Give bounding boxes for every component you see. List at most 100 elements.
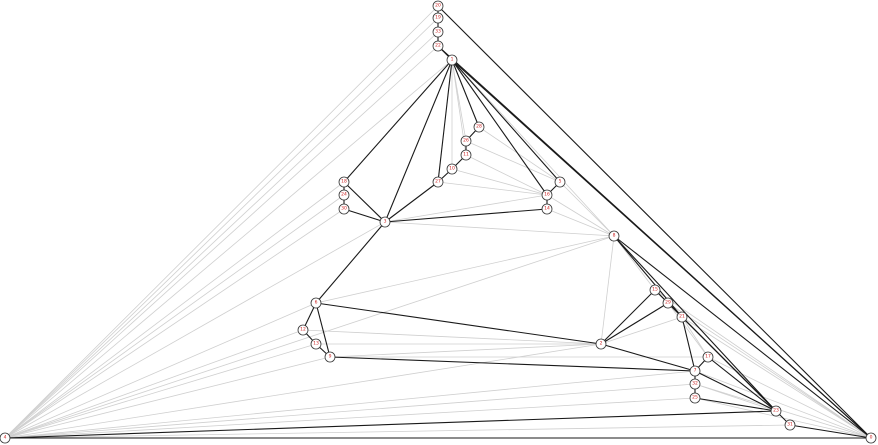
graph-node-label: 3	[384, 219, 387, 225]
graph-node-label: 18	[341, 179, 347, 185]
graph-edge-light	[4, 181, 345, 439]
graph-node-label: 7	[694, 368, 697, 374]
graph-node-circle	[446, 163, 458, 175]
graph-edge	[4, 410, 777, 439]
graph-edge	[600, 302, 669, 345]
graph-node-circle	[784, 419, 796, 431]
graph-node-circle	[379, 216, 391, 228]
graph-edge	[315, 302, 331, 358]
graph-edge-light	[451, 168, 548, 196]
graph-node: 16	[541, 189, 553, 201]
graph-edge	[613, 235, 777, 412]
graph-node: 26	[460, 135, 472, 147]
graph-edge-light	[4, 5, 439, 439]
graph-node-label: 12	[300, 327, 306, 333]
graph-node-label: 23	[773, 408, 779, 414]
graph-edge-light	[4, 329, 304, 439]
graph-node-label: 5	[559, 179, 562, 185]
graph-node-circle	[541, 203, 553, 215]
graph-edge	[315, 221, 386, 304]
graph-edge	[694, 397, 777, 412]
graph-node-label: 32	[692, 381, 698, 387]
graph-node-label: 6	[315, 300, 318, 306]
graph-node: 14	[541, 203, 553, 215]
graph-node-circle	[310, 297, 322, 309]
graph-node-circle	[338, 189, 350, 201]
graph-node: 23	[770, 405, 782, 417]
graph-edge-light	[4, 343, 317, 439]
graph-edge-light	[4, 59, 453, 439]
graph-edge-light	[329, 343, 602, 358]
graph-edge-light	[667, 302, 709, 358]
graph-node: 32	[689, 378, 701, 390]
graph-node-circle	[432, 26, 444, 38]
graph-edge	[451, 59, 548, 196]
graph-node-circle	[595, 338, 607, 350]
graph-node-circle	[338, 176, 350, 188]
graph-node: 25	[689, 392, 701, 404]
graph-edge	[667, 302, 777, 412]
graph-edge	[437, 5, 872, 439]
graph-node-label: 31	[787, 422, 793, 428]
graph-node-circle	[432, 0, 444, 12]
graph-node-label: 30	[341, 206, 347, 212]
graph-edge-light	[559, 181, 615, 237]
graph-node-circle	[608, 230, 620, 242]
graph-edge	[437, 59, 453, 183]
graph-edge-light	[694, 383, 872, 439]
graph-node-circle	[432, 40, 444, 52]
graph-edge-light	[4, 45, 439, 439]
graph-node-label: 14	[544, 206, 550, 212]
graph-edge	[451, 59, 480, 128]
graph-edge-light	[384, 221, 615, 237]
graph-node-label: 27	[435, 179, 441, 185]
graph-node-circle	[297, 324, 309, 336]
graph-node-circle	[689, 365, 701, 377]
graph-edge-light	[600, 235, 615, 345]
graph-edge	[613, 235, 872, 439]
graph-node-label: 20	[435, 3, 441, 9]
graph-node: 13	[310, 338, 322, 350]
graph-edge-light	[4, 397, 696, 439]
graph-node-circle	[554, 176, 566, 188]
graph-edge-light	[4, 424, 791, 439]
graph-edge-light	[667, 302, 872, 439]
graph-node-circle	[649, 284, 661, 296]
graph-edge	[600, 289, 656, 345]
graph-edge	[315, 302, 602, 345]
graph-node-circle	[689, 378, 701, 390]
graph-edge-light	[4, 221, 386, 439]
graph-edge-light	[4, 356, 331, 439]
graph-node-label: 8	[613, 233, 616, 239]
graph-node-circle	[310, 338, 322, 350]
graph-edge	[451, 59, 872, 439]
graph-node-label: 10	[449, 166, 455, 172]
graph-node: 21	[676, 311, 688, 323]
graph-node-label: 4	[4, 435, 7, 441]
graph-edge-light	[384, 194, 548, 223]
graph-node: 7	[689, 365, 701, 377]
graph-edge-light	[451, 59, 615, 237]
graph-edge-light	[4, 194, 345, 439]
graph-node-label: 33	[435, 29, 441, 35]
graph-node-circle	[676, 311, 688, 323]
graph-node-label: 15	[652, 287, 658, 293]
graph-edge-light	[302, 329, 602, 345]
graph-node: 4	[0, 432, 11, 444]
graph-node-circle	[432, 12, 444, 24]
graph-node-label: 25	[692, 395, 698, 401]
graph-node-circle	[446, 54, 458, 66]
graph-edge-light	[681, 316, 709, 358]
graph-node: 3	[379, 216, 391, 228]
graph-edge-light	[694, 383, 777, 412]
graph-node: 8	[608, 230, 620, 242]
graph-node: 2	[595, 338, 607, 350]
graph-node-label: 22	[435, 43, 441, 49]
graph-node-circle	[541, 189, 553, 201]
graph-node: 28	[473, 121, 485, 133]
graph-edge-light	[4, 31, 439, 439]
graph-edge	[343, 181, 386, 223]
graph-node-circle	[702, 351, 714, 363]
graph-edge-light	[681, 316, 872, 439]
